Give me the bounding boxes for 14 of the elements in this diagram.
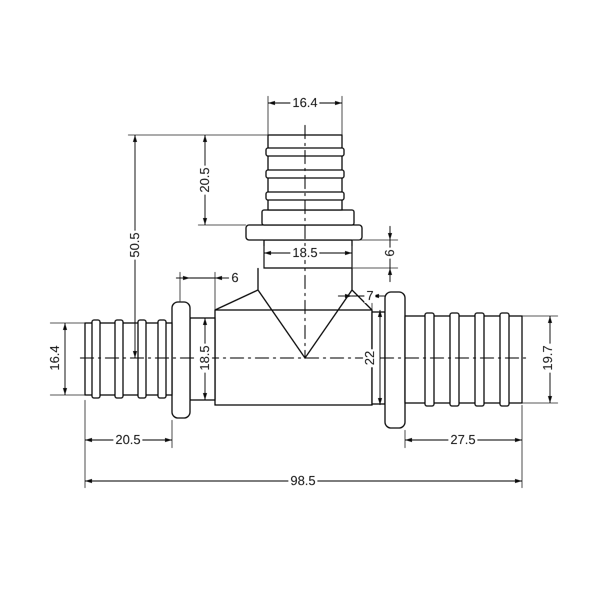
- dimension-label: 6: [383, 247, 397, 259]
- dimension-label: 19.7: [541, 343, 555, 373]
- dimension-label: 6: [229, 271, 241, 285]
- dimension-label: 16.4: [290, 96, 320, 110]
- dimension-label: 18.5: [198, 343, 212, 373]
- dimension-label: 20.5: [113, 433, 143, 447]
- dimension-label: 16.4: [48, 343, 62, 373]
- dimension-label: 27.5: [448, 433, 478, 447]
- dimension-label: 18.5: [290, 246, 320, 260]
- dimension-label: 50.5: [128, 230, 142, 260]
- dimension-label: 7: [364, 289, 376, 303]
- dimension-label: 20.5: [198, 165, 212, 195]
- dimension-label: 98.5: [288, 474, 318, 488]
- dimension-label: 22: [363, 348, 377, 368]
